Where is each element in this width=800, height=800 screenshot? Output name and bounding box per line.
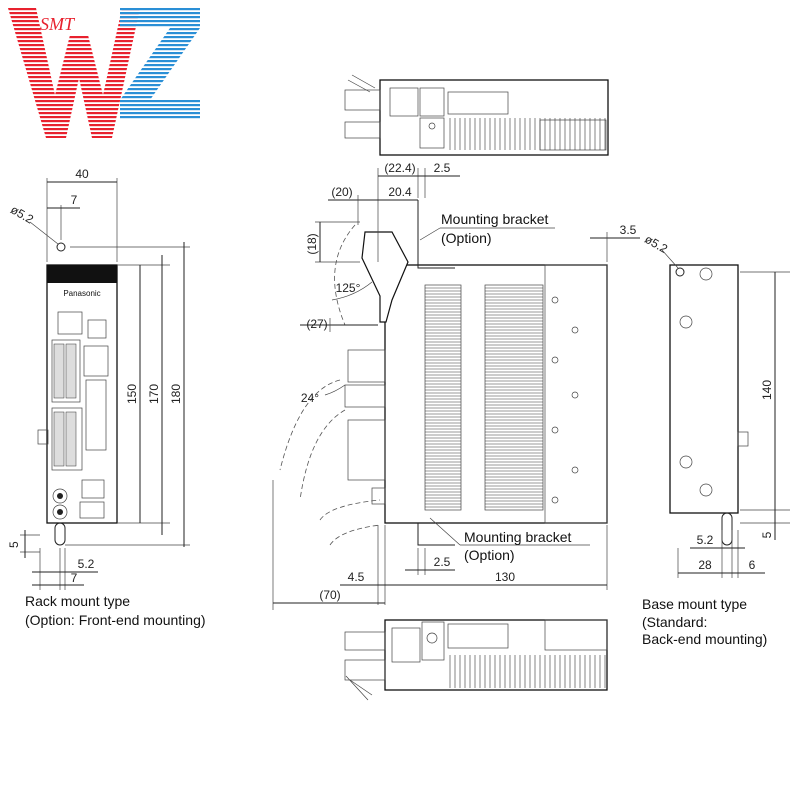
rack-top-label-bar [47,265,117,283]
rack-dim-width: 40 [75,167,89,181]
rack-brand-label: Panasonic [63,289,100,298]
rack-connector-io [85,379,107,451]
side-dim-27: (27) [306,317,327,331]
rack-connector-upper [51,339,81,403]
side-front-cover [361,231,409,323]
side-dim-18: (18) [305,233,319,254]
rack-dim-150: 150 [125,384,139,404]
side-bracket-bottom-label-2: (Option) [464,547,515,563]
rack-connector-lower [51,407,83,471]
rack-front-display [57,311,83,335]
rack-bottom-tab [54,522,66,546]
base-dim-6: 6 [749,558,756,572]
wz-logo: SMT [8,8,200,138]
side-dim-224: (22.4) [384,161,415,175]
base-caption-3: Back-end mounting) [642,631,767,647]
base-dim-140: 140 [760,380,774,400]
top-view [344,74,609,156]
side-dim-20: (20) [331,185,352,199]
rack-dim-180: 180 [169,384,183,404]
rack-mount-view: Panasonic 40 7 ø5.2 [7,167,206,628]
side-bracket-bottom [417,523,455,546]
side-view: (22.4) 2.5 (20) 20.4 (18) 125° (27) 24° … [272,161,640,610]
side-bracket-bottom-label-1: Mounting bracket [464,529,572,545]
logo-smt-text: SMT [40,14,76,34]
rack-dim-bottom-52: 5.2 [78,557,95,571]
logo-w-shape [8,8,140,138]
side-bracket-top-label-2: (Option) [441,230,492,246]
side-dim-70: (70) [319,588,340,602]
base-dim-hole-dia: ø5.2 [642,232,670,256]
side-bracket-top [417,200,455,269]
side-dim-130: 130 [495,570,515,584]
side-dim-204: 20.4 [388,185,412,199]
side-dim-25-bottom: 2.5 [434,555,451,569]
base-caption-2: (Standard: [642,614,707,630]
rack-dim-170: 170 [147,384,161,404]
side-dim-24: 24° [301,391,319,405]
base-dim-28: 28 [698,558,712,572]
side-dim-25-top: 2.5 [434,161,451,175]
rack-dim-bottom-5: 5 [7,541,21,548]
side-dim-125: 125° [336,281,361,295]
rack-dim-bottom-7: 7 [71,571,78,585]
logo-z-shape [120,8,200,120]
base-mount-view: 140 5 ø5.2 5.2 28 6 Base mount type (Sta… [642,232,790,647]
base-dim-52: 5.2 [697,533,714,547]
rack-caption-1: Rack mount type [25,593,130,609]
side-dim-45: 4.5 [348,570,365,584]
side-body-outline [384,264,608,524]
bottom-view [344,619,608,701]
base-caption-1: Base mount type [642,596,747,612]
base-dim-bottom-5: 5 [760,531,774,538]
rack-caption-2: (Option: Front-end mounting) [25,612,206,628]
rack-dim-hole-offset: 7 [71,193,78,207]
side-bracket-top-label-1: Mounting bracket [441,211,549,227]
side-dim-35: 3.5 [620,223,637,237]
